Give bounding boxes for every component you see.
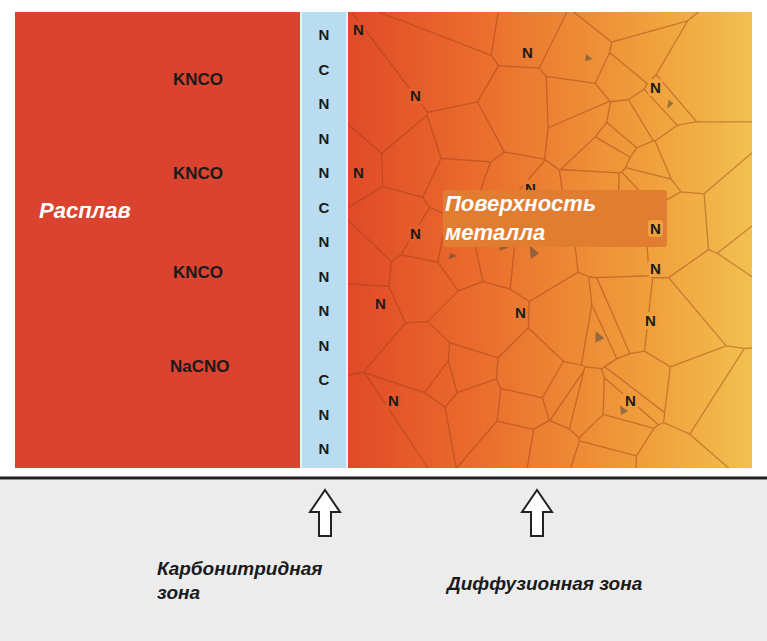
zone-caption: Карбонитридная зона — [157, 557, 317, 605]
carbonitride-band: N C N N N C N N N N C N N — [300, 12, 348, 468]
nitrogen-atom: N — [648, 260, 663, 277]
salt-formula: KNCO — [173, 70, 223, 90]
nitrogen-atom: N — [373, 295, 388, 312]
nitrogen-atom: N — [520, 44, 535, 61]
inclusion-speck — [595, 331, 604, 343]
nitrogen-atom: N — [648, 220, 663, 237]
nitrogen-atom: N — [408, 225, 423, 242]
nitrogen-atom: N — [623, 392, 638, 409]
zone-caption: Диффузионная зона — [447, 572, 727, 596]
nitrogen-atom: N — [351, 164, 366, 181]
region-title: Расплав — [39, 198, 131, 224]
nitrogen-atom: N — [513, 304, 528, 321]
grain-boundaries — [348, 12, 752, 468]
metal-surface: NNNNNNПоверхность металлаNNNNNNNN — [348, 12, 752, 468]
inclusion-speck — [529, 245, 539, 259]
inclusion-speck — [448, 253, 456, 260]
inclusion-speck — [585, 54, 592, 61]
salt-formula: KNCO — [173, 263, 223, 283]
metal-ground — [348, 12, 752, 468]
element-column: N C N N N C N N N N C N N — [302, 18, 346, 467]
nitrogen-atom: N — [408, 87, 423, 104]
melt-region: KNCOKNCOРасплавKNCONaCNO — [15, 12, 300, 468]
pointer-arrow — [522, 490, 552, 536]
salt-formula: KNCO — [173, 164, 223, 184]
inclusion-speck — [667, 100, 673, 109]
bottom-panel — [0, 480, 767, 641]
nitrogen-atom: N — [386, 392, 401, 409]
nitrogen-atom: N — [643, 312, 658, 329]
grain-boundary — [348, 12, 752, 468]
region-title: Поверхность металла — [443, 190, 667, 247]
salt-formula: NaCNO — [170, 357, 230, 377]
nitrogen-atom: N — [351, 21, 366, 38]
pointer-arrow — [310, 490, 340, 536]
nitrogen-atom: N — [648, 79, 663, 96]
divider-line — [0, 477, 767, 480]
